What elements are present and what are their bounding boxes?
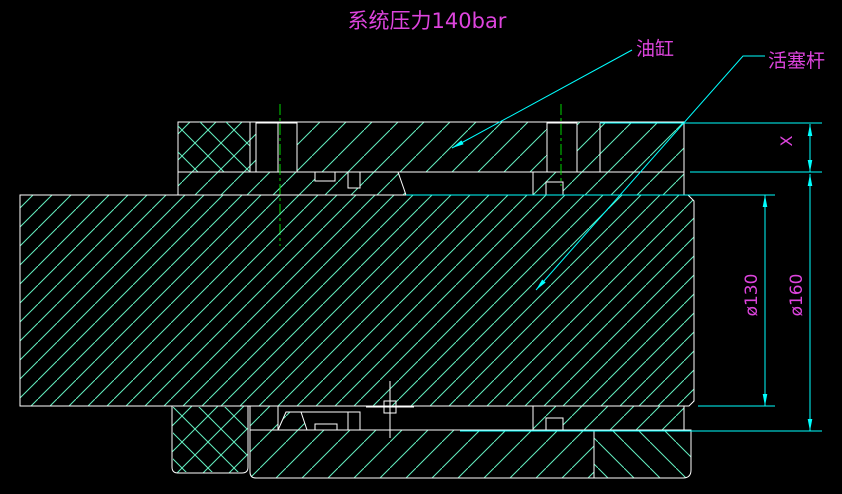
dimension-lines [406,122,822,432]
dim-x-label: X [777,135,796,146]
gland-hub-left [177,171,407,196]
seal-pocket-top [545,181,564,196]
seal-groove-c [314,423,338,431]
label-piston-rod: 活塞杆 [768,50,825,72]
seal-pocket-bottom [545,417,564,431]
bolt-hole-left [255,122,298,173]
pickbox [383,400,397,414]
dim-bore-diameter-label: ø160 [787,274,807,317]
seal-groove-d [347,411,361,431]
cylinder-head-top [177,104,685,246]
label-oil-cylinder: 油缸 [636,38,674,60]
seal-groove-b [347,171,361,189]
seal-groove-a [314,171,336,182]
crosshair-cursor-icon [366,381,414,438]
leader-lines [451,49,765,291]
piston-rod-section [19,194,695,407]
bolt-hole-right [546,122,578,173]
leader-piston-rod [535,55,765,291]
drawing-title: 系统压力140bar [348,9,507,33]
dim-rod-diameter-label: ø130 [742,274,762,317]
cylinder-head-bottom [171,405,692,479]
leader-oil-cylinder [451,49,633,149]
